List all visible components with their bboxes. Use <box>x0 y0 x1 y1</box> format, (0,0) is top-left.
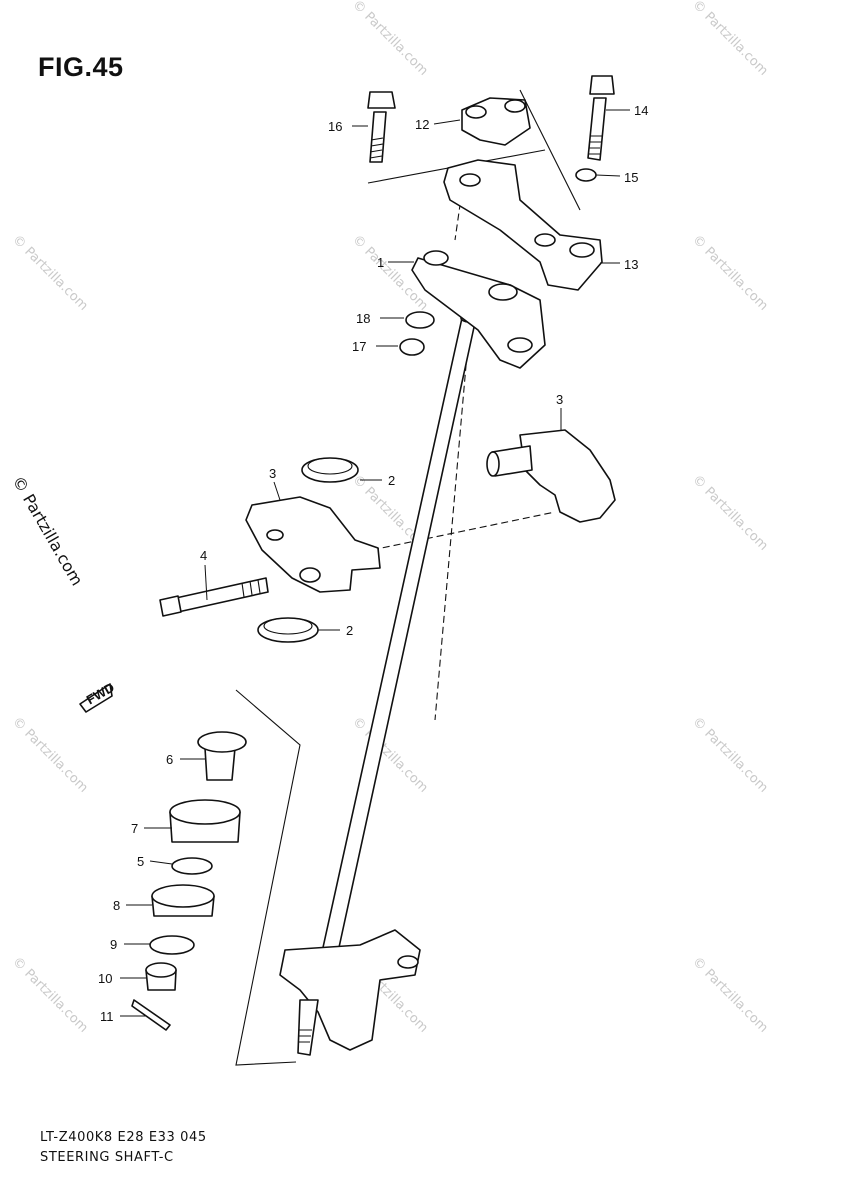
part-6-collar <box>197 731 247 781</box>
part-15-washer <box>575 168 597 182</box>
part-1-lower-holder <box>411 250 546 369</box>
callout-6: 6 <box>166 752 173 767</box>
callout-2-lower: 2 <box>346 623 353 638</box>
callout-10: 10 <box>98 971 112 986</box>
callout-17: 17 <box>352 339 366 354</box>
callout-7: 7 <box>131 821 138 836</box>
callout-3-left: 3 <box>269 466 276 481</box>
watermark: © Partzilla.com <box>9 954 91 1036</box>
watermark: © Partzilla.com <box>9 714 91 796</box>
part-2-bush-upper <box>301 457 359 483</box>
leader-lines <box>120 109 630 1017</box>
callout-12: 12 <box>415 117 429 132</box>
part-13-upper-plate <box>443 159 603 291</box>
part-4-bolt <box>159 577 269 617</box>
part-18-washer <box>405 311 435 329</box>
figure-title: FIG.45 <box>38 52 124 82</box>
callout-13: 13 <box>624 257 638 272</box>
part-8-seal <box>151 884 215 917</box>
callout-16: 16 <box>328 119 342 134</box>
part-17-nut <box>399 338 425 356</box>
callout-1: 1 <box>377 255 384 270</box>
watermark-layer: © Partzilla.com © Partzilla.com © Partzi… <box>9 0 771 1036</box>
part-7-bearing <box>169 799 241 843</box>
part-16-bolt <box>367 91 396 163</box>
watermark: © Partzilla.com <box>689 232 771 314</box>
watermark: © Partzilla.com <box>9 232 91 314</box>
callout-14: 14 <box>634 103 648 118</box>
watermark: © Partzilla.com <box>689 714 771 796</box>
watermark: © Partzilla.com <box>689 954 771 1036</box>
fwd-arrow: FWD <box>79 680 117 713</box>
model-code: LT-Z400K8 E28 E33 045 <box>40 1130 207 1145</box>
side-watermark: © Partzilla.com <box>9 473 87 589</box>
callout-15: 15 <box>624 170 638 185</box>
shaft-lower-yoke <box>279 929 421 1056</box>
watermark: © Partzilla.com <box>689 0 771 79</box>
callout-5: 5 <box>137 854 144 869</box>
part-3-holder-left <box>245 496 381 593</box>
part-2-bush-lower <box>257 617 319 643</box>
callout-11: 11 <box>100 1009 114 1024</box>
diagram-subtitle: STEERING SHAFT-C <box>40 1150 174 1165</box>
watermark: © Partzilla.com <box>689 472 771 554</box>
callout-labels: 16 12 14 15 1 13 18 17 3 3 2 4 2 6 7 5 8… <box>98 103 648 1024</box>
part-3-holder-right <box>486 429 616 523</box>
part-9-washer <box>149 935 195 955</box>
part-14-bolt <box>587 75 615 161</box>
callout-8: 8 <box>113 898 120 913</box>
callout-9: 9 <box>110 937 117 952</box>
part-10-nut <box>145 962 177 991</box>
part-11-cotter-pin <box>131 999 171 1031</box>
part-5-o-ring <box>171 857 213 875</box>
callout-2-upper: 2 <box>388 473 395 488</box>
callout-18: 18 <box>356 311 370 326</box>
callout-4: 4 <box>200 548 207 563</box>
callout-3-right: 3 <box>556 392 563 407</box>
part-12-holder <box>461 97 531 146</box>
watermark: © Partzilla.com <box>349 0 431 79</box>
